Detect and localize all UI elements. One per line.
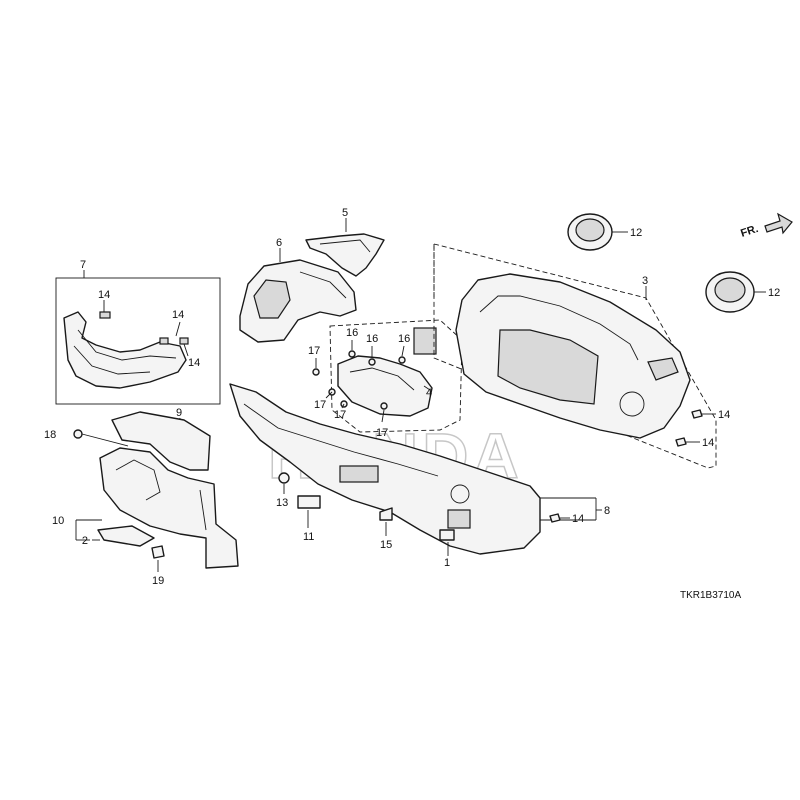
part-2-strip [92, 525, 155, 547]
label-16b: 16 [366, 333, 378, 345]
label-15: 15 [380, 539, 392, 551]
label-14-7a: 14 [98, 289, 110, 301]
label-12b: 12 [768, 287, 780, 299]
label-8: 8 [604, 505, 610, 517]
label-17d: 17 [376, 427, 388, 439]
part-5-bracket [305, 218, 385, 277]
part-6-panel [239, 248, 357, 343]
diagram-code: TKR1B3710A [680, 590, 741, 601]
label-16a: 16 [346, 327, 358, 339]
label-7: 7 [80, 259, 86, 271]
part-3-dashboard [433, 243, 717, 469]
label-6: 6 [276, 237, 282, 249]
label-9: 9 [176, 407, 182, 419]
part-1-switch [439, 529, 455, 556]
label-14-3a: 14 [718, 409, 730, 421]
label-1: 1 [444, 557, 450, 569]
label-2: 2 [82, 535, 88, 547]
label-3: 3 [642, 275, 648, 287]
part-7-group [55, 270, 221, 405]
label-14-7c: 14 [188, 357, 200, 369]
part-14-clips [549, 409, 716, 523]
label-12a: 12 [630, 227, 642, 239]
label-19: 19 [152, 575, 164, 587]
part-15-clip [379, 507, 393, 536]
part-12-knob-a [567, 213, 628, 251]
label-14-3b: 14 [702, 437, 714, 449]
label-11: 11 [303, 531, 314, 543]
part-13-clip [278, 472, 290, 494]
label-17c: 17 [334, 409, 346, 421]
part-8-lower-dash [229, 383, 602, 555]
label-13: 13 [276, 497, 288, 509]
label-18: 18 [44, 429, 56, 441]
label-17a: 17 [308, 345, 320, 357]
arrow-icon [764, 212, 793, 235]
label-5: 5 [342, 207, 348, 219]
part-16-17-fasteners [312, 340, 406, 423]
label-4: 4 [426, 387, 432, 399]
direction-label: FR. [739, 223, 760, 240]
label-10: 10 [52, 515, 64, 527]
part-11-clip [297, 495, 321, 528]
part-4-meter [329, 319, 463, 433]
part-19-clip [151, 545, 165, 572]
label-17b: 17 [314, 399, 326, 411]
label-16c: 16 [398, 333, 410, 345]
part-7-cover [63, 311, 187, 389]
part-7-frame [55, 277, 221, 405]
front-direction-arrow: FR. [739, 212, 793, 240]
part-9-10-lower-cover [75, 411, 239, 569]
part-12-knob-b [705, 271, 766, 313]
label-14-7b: 14 [172, 309, 184, 321]
part-18-screw [73, 429, 129, 447]
label-14-8: 14 [572, 513, 584, 525]
